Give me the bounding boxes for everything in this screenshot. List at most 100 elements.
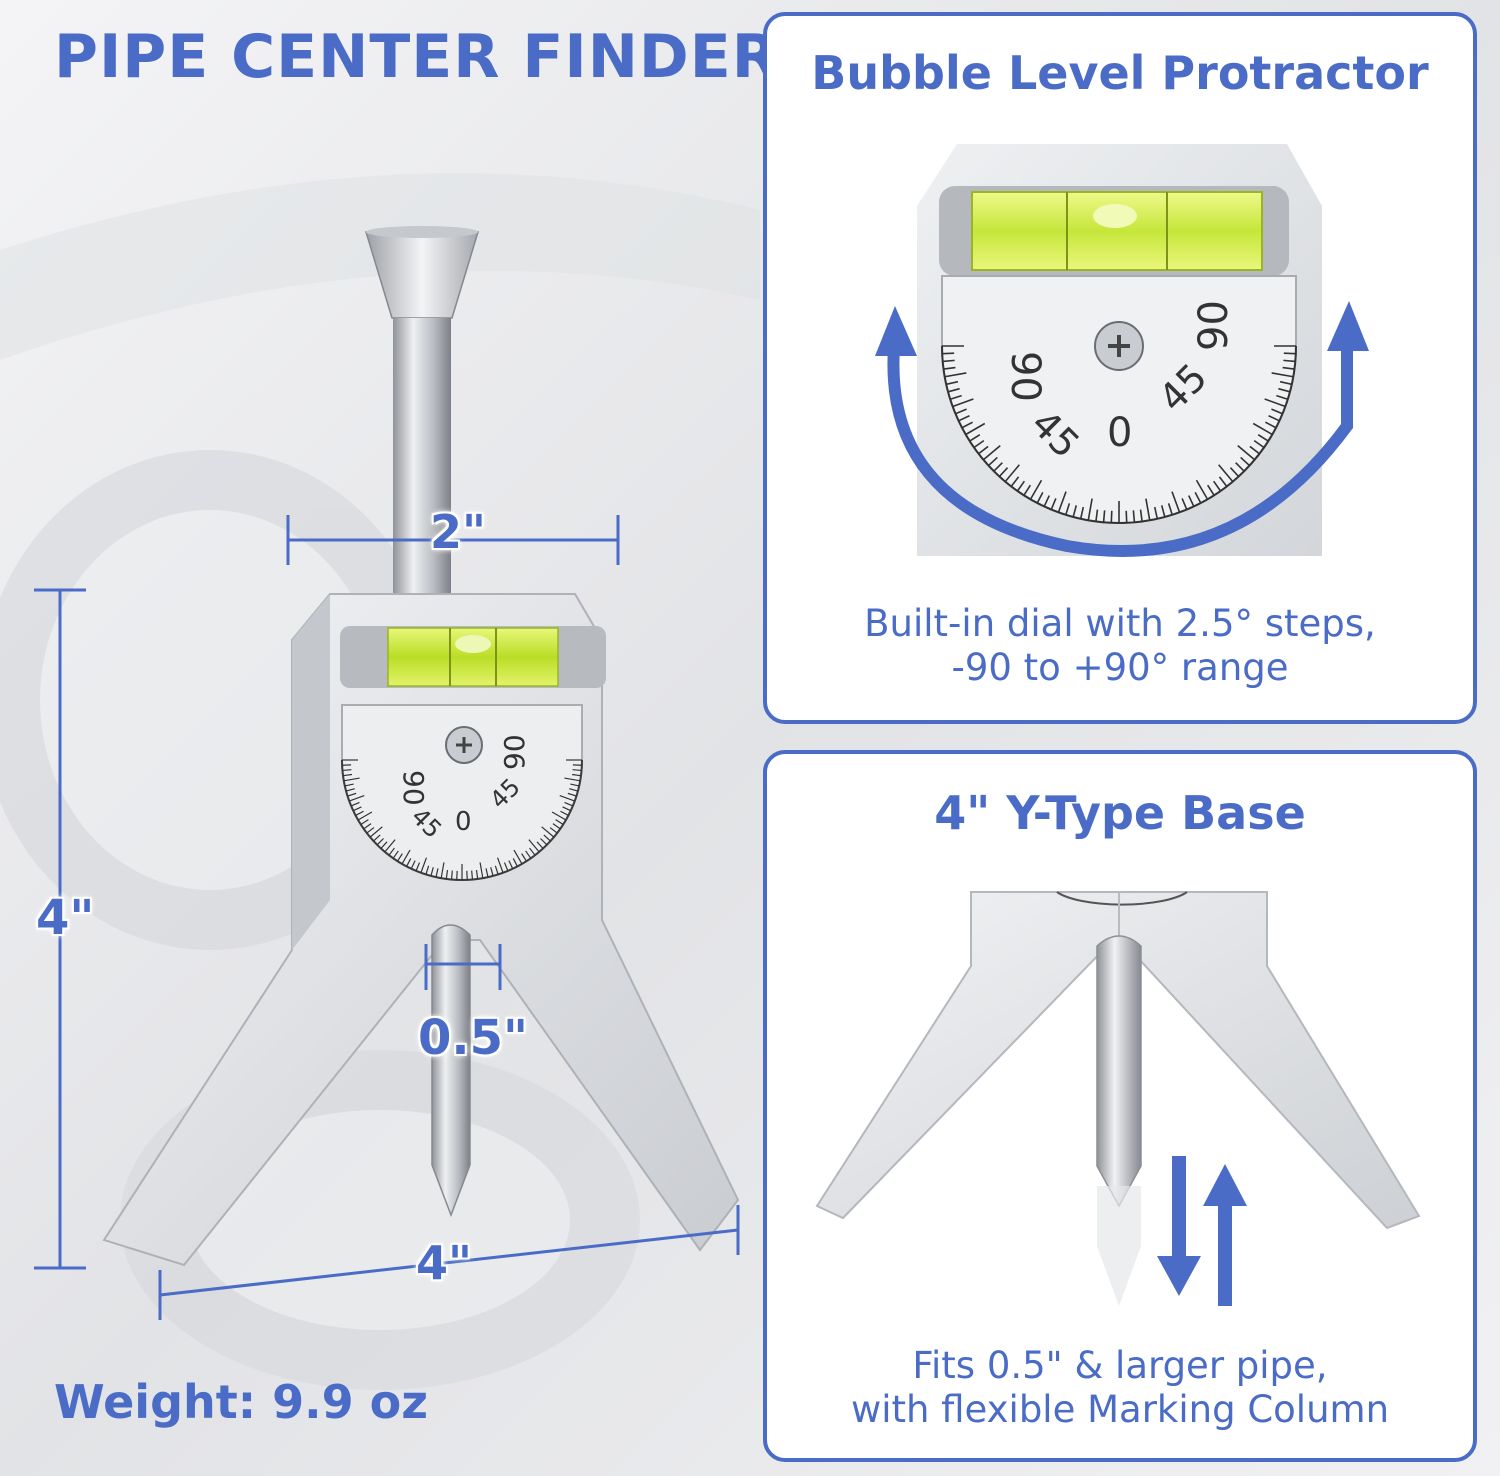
dial-tick (490, 867, 494, 877)
dial-tick (562, 806, 572, 812)
dial-tick (410, 860, 416, 870)
dial-tick (445, 869, 449, 880)
dial-tick (1218, 476, 1228, 487)
dial-tick (380, 841, 388, 849)
dial-tick (1125, 510, 1128, 523)
base-desc-line-1: Fits 0.5" & larger pipe, (912, 1344, 1328, 1387)
dial-tick (342, 769, 352, 772)
dial-tick (961, 421, 974, 429)
dial-tick (952, 398, 974, 408)
dial-tick (955, 408, 967, 415)
dial-tick (513, 849, 523, 865)
dial-tick (969, 433, 981, 442)
dial-tick (373, 834, 381, 842)
dial-tick (521, 853, 527, 862)
dial-tick (572, 769, 582, 772)
dial-tick (559, 795, 575, 802)
dial-tick (1181, 498, 1188, 510)
dial-tick (360, 819, 369, 825)
dial-tick (1188, 495, 1195, 507)
dial-tick (1237, 445, 1256, 461)
dial-tick (551, 811, 567, 821)
dial-tick (497, 857, 504, 873)
protractor-desc-line-2: -90 to +90° range (951, 646, 1289, 690)
dial-tick (1057, 491, 1067, 513)
dial-tick (349, 795, 365, 802)
dial-tick (1087, 498, 1093, 521)
dial-tick (942, 359, 955, 363)
dial-tick (1218, 464, 1234, 483)
dial-tick (1043, 495, 1050, 507)
dial-tick (388, 847, 395, 856)
dial-tick (1283, 359, 1296, 363)
dial-tick (965, 422, 986, 436)
base-panel-title: 4" Y-Type Base (934, 786, 1306, 840)
dial-tick (1283, 352, 1296, 355)
dial-tick (1171, 491, 1181, 513)
dial-tick (343, 777, 360, 782)
dial-tick (352, 806, 362, 812)
dial-tick (355, 810, 364, 816)
dial-tick (485, 868, 489, 878)
dial-tick (1023, 484, 1032, 496)
protractor-desc-line-1: Built-in dial with 2.5° steps, (864, 602, 1376, 645)
dial-tick (471, 870, 474, 880)
dial-tick (944, 372, 967, 378)
protractor-closeup-image: 90 90 45 45 0 (875, 144, 1369, 557)
dial-tick (475, 869, 479, 880)
dial-tick (435, 868, 439, 878)
dial-tick (1016, 480, 1026, 492)
dial-tick (1029, 479, 1043, 500)
dial-tick (549, 827, 558, 834)
dial-tick (1065, 503, 1071, 516)
dial-tick (943, 366, 956, 370)
dial-tick (430, 867, 434, 877)
dial-tick (1268, 415, 1280, 422)
dial-tick (993, 462, 1003, 472)
dial-tick (1264, 421, 1277, 429)
dial-tick (540, 838, 548, 846)
base-panel-description: Fits 0.5" & larger pipe, with flexible M… (767, 1344, 1473, 1433)
center-finder-tool: 90 90 45 45 0 (102, 226, 740, 1267)
protractor-label-zero: 0 (1107, 410, 1132, 456)
dial-tick (998, 467, 1009, 478)
dial-tick (525, 850, 532, 859)
base-desc-line-2: with flexible Marking Column (850, 1388, 1390, 1432)
protractor-panel: Bubble Level Protractor 90 90 (763, 12, 1477, 724)
dial-tick (384, 839, 396, 853)
dial-tick (494, 865, 499, 875)
protractor-label-left-90: 90 (1002, 351, 1048, 402)
dial-tick (397, 853, 403, 862)
dial-tick (536, 841, 544, 849)
dial-tick (1257, 433, 1269, 442)
dial-tick (958, 415, 970, 422)
protractor-label-right-90: 90 (1191, 300, 1237, 351)
dial-tick (1153, 506, 1159, 519)
dial-tick (1095, 509, 1099, 522)
dial-tick (1276, 394, 1289, 400)
dial-tick (1240, 456, 1251, 467)
dial-tick (366, 827, 375, 834)
dial-tick (344, 783, 354, 787)
dial-tick (946, 380, 959, 386)
dial-tick (1050, 498, 1057, 510)
dial-tick (1249, 445, 1260, 455)
protractor-panel-description: Built-in dial with 2.5° steps, -90 to +9… (767, 602, 1473, 691)
dimension-label-base-width: 4" (416, 1236, 472, 1290)
dial-tick (1194, 491, 1202, 504)
protractor-panel-title: Bubble Level Protractor (811, 46, 1429, 100)
dial-label-right-90: 90 (498, 734, 531, 770)
dial-tick (342, 773, 353, 777)
dial-tick (552, 823, 561, 830)
dial-tick (1271, 372, 1294, 378)
dial-tick (450, 870, 453, 880)
dial-tick (1072, 505, 1078, 518)
dial-tick (1264, 398, 1286, 408)
dial-tick (1004, 464, 1020, 483)
dial-tick (1253, 439, 1265, 449)
dial-tick (1235, 462, 1245, 472)
protractor-dial-ticks (942, 345, 1296, 523)
dimension-label-height: 4" (36, 890, 95, 946)
dial-tick (1212, 480, 1222, 492)
dimension-lines (34, 515, 740, 1320)
